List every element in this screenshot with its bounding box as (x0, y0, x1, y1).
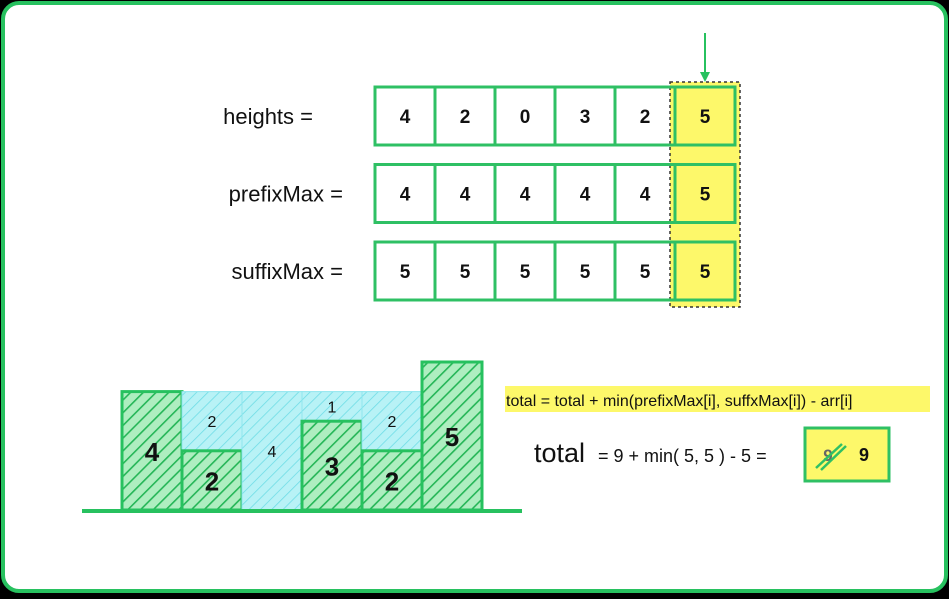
formula-text: total = total + min(prefixMax[i], suffxM… (506, 393, 852, 410)
bar-label: 4 (145, 437, 160, 467)
water-label: 1 (328, 399, 337, 416)
bar-label: 3 (325, 452, 339, 482)
total-word: total (534, 438, 585, 468)
array-cell-value: 4 (580, 185, 591, 206)
array-cell-value: 4 (400, 107, 411, 128)
arrays-section: heights = 4 2 0 3 2 5 prefixMax = 4 4 4 4 4 5 suffixMa… (223, 33, 741, 308)
array-cell (673, 85, 737, 147)
array-cell-value: 4 (400, 185, 411, 206)
array-cell-value: 5 (700, 262, 711, 283)
array-cell-value: 5 (520, 262, 531, 283)
array-cell-value: 2 (460, 107, 471, 128)
array-cell-value: 4 (520, 185, 531, 206)
bar (420, 360, 484, 512)
array-label: heights = (223, 104, 313, 129)
result-new-value: 9 (859, 445, 869, 465)
bar-label: 2 (385, 466, 399, 496)
water-segment (301, 391, 363, 422)
array-cell-value: 3 (580, 107, 591, 128)
water-segment (241, 391, 303, 511)
bar (300, 419, 364, 512)
array-cell-value: 5 (460, 262, 471, 283)
bar-label: 5 (445, 422, 459, 452)
array-label: prefixMax = (229, 182, 343, 207)
array-cell (673, 240, 737, 302)
formula-highlight (505, 386, 930, 412)
chart-section: 4 2 2 4 1 3 2 2 5 (82, 360, 522, 513)
water-label: 2 (388, 414, 397, 431)
array-cell-value: 5 (400, 262, 411, 283)
water-label: 4 (268, 444, 277, 461)
pointer-arrow-icon (700, 72, 710, 82)
array-cell-value: 5 (700, 107, 711, 128)
strike-line (820, 445, 847, 471)
formula-section: total = total + min(prefixMax[i], suffxM… (505, 386, 930, 483)
bar (180, 449, 244, 512)
array-cell-value: 5 (580, 262, 591, 283)
array-cell-value: 5 (640, 262, 651, 283)
water-label: 2 (208, 414, 217, 431)
array-cell-value: 4 (460, 185, 471, 206)
total-expression: = 9 + min( 5, 5 ) - 5 = (598, 446, 767, 466)
array-cell (673, 163, 737, 224)
array-label: suffixMax = (232, 259, 343, 284)
bar-label: 2 (205, 466, 219, 496)
result-box (803, 426, 891, 483)
water-segment (361, 391, 423, 452)
array-cell-value: 4 (640, 185, 651, 206)
array-cell-value: 5 (700, 185, 711, 206)
array-cell-value: 0 (520, 107, 531, 128)
strike-line (815, 443, 843, 469)
array-cell-value: 2 (640, 107, 651, 128)
